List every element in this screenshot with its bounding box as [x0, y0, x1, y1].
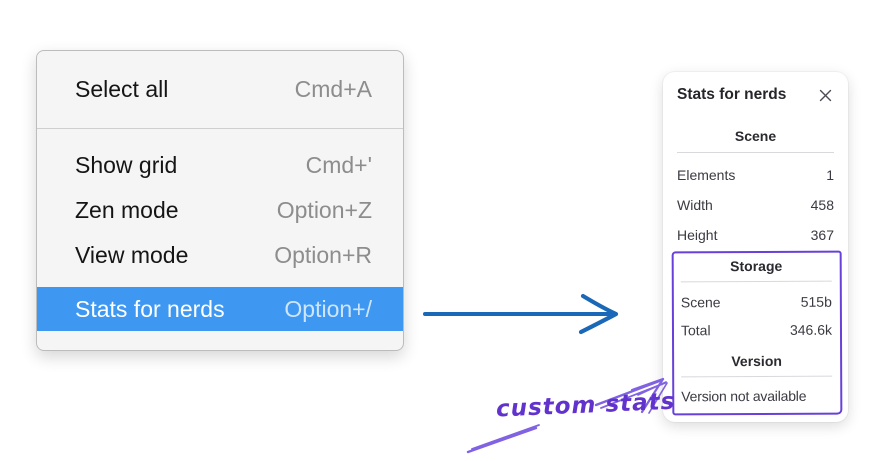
menu-item-select-all[interactable]: Select all Cmd+A [37, 61, 403, 117]
menu-item-shortcut: Cmd+' [305, 152, 372, 178]
close-button[interactable] [816, 86, 834, 104]
divider [680, 280, 832, 283]
stat-value: 367 [810, 227, 834, 243]
menu-item-label: Show grid [75, 152, 178, 178]
context-menu: Select all Cmd+A Show grid Cmd+' Zen mod… [36, 50, 404, 351]
menu-item-shortcut: Option+Z [276, 197, 372, 223]
stat-label: Width [677, 197, 713, 213]
custom-stats-highlight-box: Storage Scene 515b Total 346.6k Version … [671, 250, 843, 416]
stat-label: Elements [677, 167, 736, 183]
pointer-arrow [423, 293, 619, 335]
stat-value: 1 [826, 167, 834, 183]
custom-stats-arrow [466, 377, 668, 454]
menu-item-label: View mode [75, 242, 189, 268]
stat-value: 458 [810, 197, 834, 213]
menu-item-label: Stats for nerds [75, 295, 225, 322]
stat-row-storage-total: Total 346.6k [681, 319, 832, 342]
menu-item-view-mode[interactable]: View mode Option+R [37, 233, 403, 278]
divider [681, 375, 833, 378]
close-icon [819, 89, 831, 101]
stat-row-width: Width 458 [677, 195, 834, 215]
menu-group: Show grid Cmd+' Zen mode Option+Z View m… [37, 129, 403, 331]
stats-panel: Stats for nerds Scene Elements 1 Width 4… [663, 72, 848, 422]
stat-value: 346.6k [789, 321, 833, 338]
stat-label: Total [680, 322, 711, 339]
menu-item-label: Select all [75, 75, 169, 102]
stat-label: Scene [680, 294, 721, 311]
stat-row-height: Height 367 [677, 225, 834, 245]
menu-item-label: Zen mode [75, 197, 179, 223]
stat-row-elements: Elements 1 [677, 165, 834, 185]
menu-item-shortcut: Option+/ [284, 295, 372, 322]
stats-panel-header: Stats for nerds [677, 84, 834, 106]
menu-item-show-grid[interactable]: Show grid Cmd+' [37, 143, 403, 188]
menu-separator [37, 128, 403, 129]
custom-stats-label: custom stats [495, 388, 676, 423]
storage-section-heading: Storage [730, 257, 783, 275]
stats-panel-title: Stats for nerds [677, 86, 787, 103]
scene-section-heading: Scene [734, 128, 777, 144]
version-note: Version not available [681, 387, 807, 405]
menu-item-stats-for-nerds[interactable]: Stats for nerds Option+/ [37, 287, 403, 331]
menu-item-zen-mode[interactable]: Zen mode Option+Z [37, 188, 403, 233]
menu-item-shortcut: Option+R [274, 242, 372, 268]
version-section-heading: Version [731, 352, 782, 370]
stat-row-storage-scene: Scene 515b [681, 291, 832, 314]
menu-item-shortcut: Cmd+A [294, 75, 372, 102]
stat-label: Height [677, 227, 718, 243]
stat-value: 515b [800, 293, 832, 310]
divider [677, 152, 834, 153]
